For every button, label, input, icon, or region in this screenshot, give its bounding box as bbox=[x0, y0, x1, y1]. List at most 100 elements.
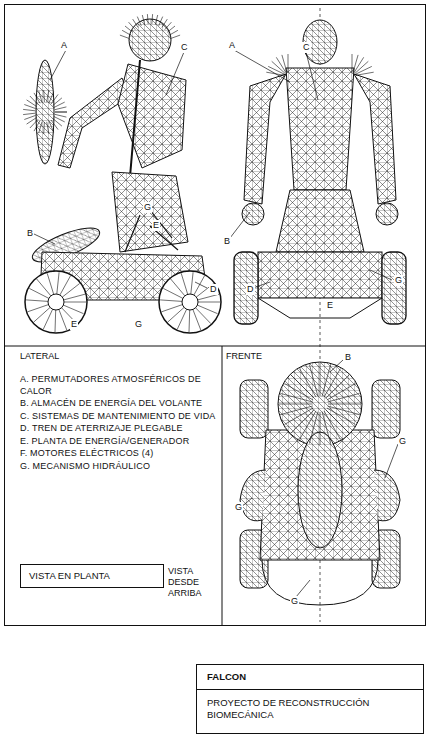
fin-stroke bbox=[353, 55, 358, 72]
fin-stroke bbox=[352, 54, 353, 72]
callout-letter: C bbox=[180, 42, 189, 53]
callout-letter: E bbox=[326, 300, 334, 311]
fin-stroke bbox=[285, 408, 314, 425]
outer-frame bbox=[5, 5, 426, 626]
fin-stroke bbox=[291, 375, 314, 398]
fin-stroke bbox=[37, 279, 51, 296]
fin-stroke bbox=[193, 310, 201, 331]
callout-letter: B bbox=[26, 228, 34, 239]
fin-stroke bbox=[328, 393, 360, 402]
arm bbox=[58, 78, 130, 168]
fin-stroke bbox=[43, 122, 45, 134]
fin-stroke bbox=[324, 369, 341, 398]
fin-stroke bbox=[327, 384, 356, 401]
wheel bbox=[159, 271, 221, 333]
callout-letter: D bbox=[209, 284, 218, 295]
callout-letter: G bbox=[143, 202, 152, 213]
fin-stroke bbox=[162, 305, 183, 312]
divider-line bbox=[222, 346, 223, 625]
wheel bbox=[372, 380, 400, 438]
fin-stroke bbox=[64, 294, 85, 300]
fin-stroke bbox=[159, 17, 163, 26]
fin-stroke bbox=[39, 122, 42, 134]
fin-stroke bbox=[354, 57, 364, 72]
callout-letter: D bbox=[246, 284, 255, 295]
fin-stroke bbox=[167, 26, 175, 32]
hydraulic-mechanism bbox=[125, 210, 178, 252]
callout-letter: G bbox=[290, 596, 299, 607]
chassis bbox=[258, 252, 382, 298]
fin-stroke bbox=[34, 93, 40, 103]
fin-stroke bbox=[125, 26, 133, 32]
chassis bbox=[260, 430, 380, 560]
title: FALCON bbox=[197, 665, 423, 690]
fin-stroke bbox=[51, 94, 58, 104]
fin-stroke bbox=[309, 364, 318, 396]
wheel-hub bbox=[48, 294, 64, 310]
fin-stroke bbox=[288, 54, 289, 72]
fin-stroke bbox=[168, 307, 184, 322]
fin-stroke bbox=[272, 61, 285, 73]
key-entry: B. ALMACÉN DE ENERGÍA DEL VOLANTE bbox=[20, 398, 216, 410]
fin-stroke bbox=[49, 121, 54, 132]
fin-stroke bbox=[55, 310, 57, 332]
leader-lines bbox=[34, 50, 398, 597]
fin-stroke bbox=[62, 284, 79, 298]
front-view bbox=[234, 20, 406, 324]
arm bbox=[240, 470, 266, 521]
landing-gear bbox=[258, 298, 382, 318]
fin-stroke bbox=[55, 112, 67, 113]
rear-frame bbox=[262, 560, 378, 605]
fin-stroke bbox=[198, 302, 220, 303]
key-entry: D. TREN DE ATERRIZAJE PLEGABLE bbox=[20, 423, 216, 435]
fin-stroke bbox=[26, 300, 48, 302]
body-top bbox=[298, 432, 342, 548]
fin-stroke bbox=[59, 310, 67, 331]
fin-stroke bbox=[27, 118, 37, 125]
callout-letter: C bbox=[302, 42, 311, 53]
wheel-hub bbox=[182, 294, 198, 310]
fin-stroke bbox=[162, 19, 167, 27]
callout-letter: E bbox=[70, 319, 78, 330]
hand bbox=[242, 203, 264, 225]
key-entry: A. PERMUTADORES ATMOSFÉRICOS DE CALOR bbox=[20, 374, 216, 397]
callout-letter: B bbox=[223, 236, 231, 247]
fin-stroke bbox=[189, 310, 191, 332]
plan-view bbox=[240, 362, 400, 605]
fin-stroke bbox=[55, 107, 67, 110]
fin-stroke bbox=[326, 410, 349, 433]
callout-letter: E bbox=[152, 220, 160, 231]
fin-stroke bbox=[300, 369, 317, 398]
callout-letter: G bbox=[398, 436, 407, 447]
torso bbox=[118, 64, 186, 168]
fin-stroke bbox=[322, 412, 331, 444]
torso bbox=[286, 68, 354, 190]
lateral-view bbox=[25, 19, 221, 333]
key-entry: E. PLANTA DE ENERGÍA/GENERADOR bbox=[20, 436, 216, 448]
callout-letter: G bbox=[394, 275, 403, 286]
callout-letter: A bbox=[60, 40, 68, 51]
flywheel-dish bbox=[278, 362, 362, 446]
callout-letter: A bbox=[228, 40, 236, 51]
hip bbox=[112, 172, 188, 252]
key-entry: F. MOTORES ELÉCTRICOS (4) bbox=[20, 448, 216, 460]
fin-stroke bbox=[122, 30, 131, 35]
view-caption: VISTA EN PLANTA bbox=[29, 570, 155, 582]
fin-stroke bbox=[326, 375, 349, 398]
fin-stroke bbox=[30, 119, 38, 128]
fin-stroke bbox=[133, 19, 138, 27]
fin-stroke bbox=[196, 308, 211, 324]
fin-stroke bbox=[137, 17, 141, 26]
view-label: FRENTE bbox=[226, 351, 262, 362]
fin-stroke bbox=[327, 408, 356, 425]
fin-stroke bbox=[169, 30, 178, 35]
hip bbox=[276, 190, 364, 252]
fin-stroke bbox=[27, 100, 37, 107]
key-entry: C. SISTEMAS DE MANTENIMIENTO DE VIDA bbox=[20, 411, 216, 423]
fin-stroke bbox=[129, 22, 136, 30]
view-label: VISTA DESDE ARRIBA bbox=[168, 566, 220, 599]
wheel bbox=[234, 252, 258, 324]
fin-stroke bbox=[291, 410, 314, 433]
fin-stroke bbox=[280, 393, 312, 402]
fin-stroke bbox=[54, 102, 65, 107]
